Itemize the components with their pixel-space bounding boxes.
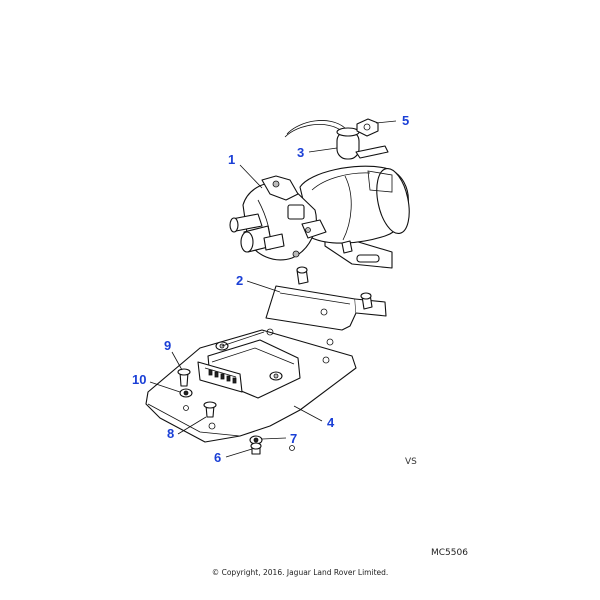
callout-2: 2 xyxy=(236,273,243,288)
copyright-notice: © Copyright, 2016. Jaguar Land Rover Lim… xyxy=(211,568,389,577)
base-plate xyxy=(145,328,357,451)
callout-3: 3 xyxy=(297,145,304,160)
callout-10: 10 xyxy=(132,372,146,387)
mounting-bracket xyxy=(265,266,387,331)
leader-lines xyxy=(149,120,397,458)
callout-1: 1 xyxy=(228,152,235,167)
callout-labels: 1 2 3 4 5 6 7 8 9 10 VS xyxy=(132,113,417,467)
fasteners xyxy=(177,368,263,455)
callout-5: 5 xyxy=(402,113,409,128)
callout-6: 6 xyxy=(214,450,221,465)
callout-7: 7 xyxy=(290,431,297,446)
lamp-assembly xyxy=(284,118,389,160)
callout-4: 4 xyxy=(327,415,335,430)
view-reference: VS xyxy=(405,457,417,467)
callout-9: 9 xyxy=(164,338,171,353)
pump-motor xyxy=(229,165,410,269)
callout-8: 8 xyxy=(167,426,174,441)
diagram-code: MC5506 xyxy=(431,548,468,558)
